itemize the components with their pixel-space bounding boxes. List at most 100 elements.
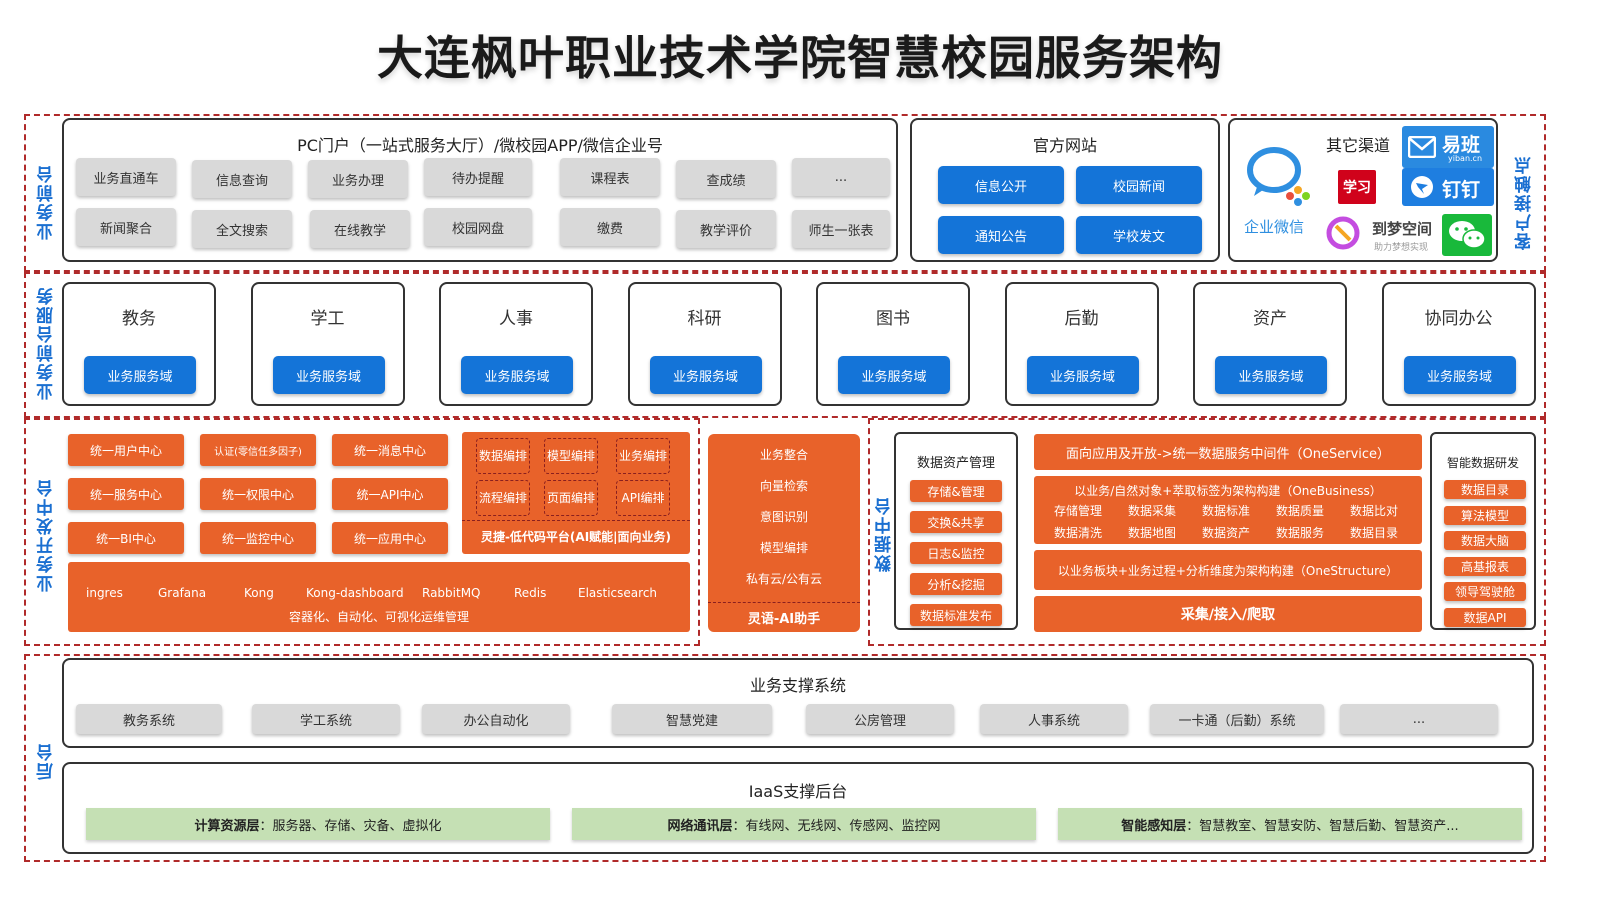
portal-item-9[interactable]: 在线教学 <box>310 210 410 248</box>
support-item-1[interactable]: 学工系统 <box>252 704 400 734</box>
smart-panel: 智能数据研发 数据目录算法模型数据大脑高基报表领导驾驶舱数据API <box>1430 432 1536 630</box>
center-0[interactable]: 统一用户中心 <box>68 434 184 466</box>
website-btn-0[interactable]: 信息公开 <box>938 166 1064 204</box>
lowcode-cell-1[interactable]: 模型编排 <box>544 438 598 474</box>
portal-item-12[interactable]: 教学评价 <box>676 210 776 248</box>
center-4[interactable]: 统一权限中心 <box>200 478 316 510</box>
domain-btn-2[interactable]: 业务服务域 <box>461 356 573 394</box>
portal-item-8[interactable]: 全文搜索 <box>192 210 292 248</box>
domain-card-3: 科研业务服务域 <box>627 282 782 406</box>
asset-item-2[interactable]: 日志&监控 <box>910 542 1002 564</box>
portal-item-0[interactable]: 业务直通车 <box>76 158 176 196</box>
support-item-5[interactable]: 人事系统 <box>980 704 1128 734</box>
center-8[interactable]: 统一应用中心 <box>332 522 448 554</box>
support-item-2[interactable]: 办公自动化 <box>422 704 570 734</box>
ai-item-1[interactable]: 向量检索 <box>759 479 808 493</box>
ops-tool-1: Grafana <box>158 586 207 600</box>
ai-item-3[interactable]: 模型编排 <box>759 541 808 555</box>
lowcode-cell-0[interactable]: 数据编排 <box>476 438 530 474</box>
band-label-front: 业务前台 <box>37 164 57 240</box>
portal-item-7[interactable]: 新闻聚合 <box>76 208 176 246</box>
lowcode-cell-2[interactable]: 业务编排 <box>616 438 670 474</box>
collect-label: 采集/接入/爬取 <box>1180 607 1276 623</box>
domain-btn-0[interactable]: 业务服务域 <box>84 356 196 394</box>
smart-item-0[interactable]: 数据目录 <box>1444 480 1526 499</box>
portal-item-1[interactable]: 信息查询 <box>192 160 292 198</box>
dingding-icon: 钉钉 <box>1402 168 1494 206</box>
support-item-7[interactable]: ... <box>1340 704 1498 734</box>
yiban-icon: 易班 yiban.cn <box>1402 126 1494 168</box>
oneservice-bar: 面向应用及开放->统一数据服务中间件（OneService） <box>1034 434 1422 470</box>
support-item-6[interactable]: 一卡通（后勤）系统 <box>1150 704 1324 734</box>
support-item-4[interactable]: 公房管理 <box>806 704 954 734</box>
onebusiness-item-8[interactable]: 数据服务 <box>1276 526 1325 540</box>
ai-item-2[interactable]: 意图识别 <box>759 510 808 524</box>
domain-title-0: 教务 <box>122 309 156 329</box>
domain-btn-5[interactable]: 业务服务域 <box>1026 356 1139 394</box>
onebusiness-item-9[interactable]: 数据目录 <box>1350 526 1399 540</box>
center-5[interactable]: 统一API中心 <box>332 478 448 510</box>
onebusiness-item-0[interactable]: 存储管理 <box>1054 504 1103 518</box>
portal-item-5[interactable]: 查成绩 <box>676 160 776 198</box>
portal-item-13[interactable]: 师生一张表 <box>792 210 890 248</box>
portal-item-10[interactable]: 校园网盘 <box>424 208 532 246</box>
website-btn-2[interactable]: 通知公告 <box>938 216 1064 254</box>
onebusiness-item-7[interactable]: 数据资产 <box>1202 526 1251 540</box>
onebusiness-item-4[interactable]: 数据比对 <box>1350 504 1399 518</box>
portal-item-4[interactable]: 课程表 <box>560 158 660 196</box>
ops-tool-0: ingres <box>86 586 123 600</box>
smart-item-5[interactable]: 数据API <box>1444 607 1526 627</box>
onebusiness-item-3[interactable]: 数据质量 <box>1276 504 1325 518</box>
lowcode-cell-4[interactable]: 页面编排 <box>544 480 598 516</box>
website-btn-3[interactable]: 学校发文 <box>1076 216 1202 254</box>
support-item-3[interactable]: 智慧党建 <box>612 704 772 734</box>
onebusiness-item-1[interactable]: 数据采集 <box>1128 504 1177 518</box>
lowcode-cell-3[interactable]: 流程编排 <box>476 480 530 516</box>
iaas-layer-0: 计算资源层：服务器、存储、灾备、虚拟化 <box>86 808 550 840</box>
yiban-label: 易班 <box>1442 134 1481 156</box>
domain-btn-4[interactable]: 业务服务域 <box>838 356 950 394</box>
asset-item-3[interactable]: 分析&挖掘 <box>910 573 1002 595</box>
page-title: 大连枫叶职业技术学院智慧校园服务架构 <box>377 31 1223 85</box>
center-2[interactable]: 统一消息中心 <box>332 434 448 466</box>
yiban-mail-icon <box>1408 136 1436 158</box>
smart-item-2[interactable]: 数据大脑 <box>1444 531 1526 550</box>
portal-item-11[interactable]: 缴费 <box>560 208 660 246</box>
smart-item-1[interactable]: 算法模型 <box>1444 505 1526 525</box>
qywx-label: 企业微信 <box>1244 218 1305 236</box>
ai-item-4[interactable]: 私有云/公有云 <box>745 572 823 586</box>
website-btn-1[interactable]: 校园新闻 <box>1076 166 1202 204</box>
support-item-0[interactable]: 教务系统 <box>76 704 222 734</box>
smart-item-4[interactable]: 领导驾驶舱 <box>1444 582 1526 601</box>
domain-btn-3[interactable]: 业务服务域 <box>649 356 762 394</box>
portal-item-6[interactable]: ... <box>792 158 890 196</box>
portal-item-3[interactable]: 待办提醒 <box>424 158 532 196</box>
ai-item-0[interactable]: 业务整合 <box>759 448 808 462</box>
domain-card-4: 图书业务服务域 <box>816 282 970 406</box>
yiban-url: yiban.cn <box>1448 154 1483 163</box>
portal-item-2[interactable]: 业务办理 <box>308 160 408 198</box>
onebusiness-item-2[interactable]: 数据标准 <box>1202 504 1251 518</box>
band-data <box>868 418 1546 646</box>
iaas-layer-desc-1: ：有线网、无线网、传感网、监控网 <box>732 818 941 834</box>
domain-card-1: 学工业务服务域 <box>250 282 405 406</box>
domain-card-5: 后勤业务服务域 <box>1004 282 1159 406</box>
center-6[interactable]: 统一BI中心 <box>68 522 184 554</box>
domain-btn-7[interactable]: 业务服务域 <box>1403 356 1516 394</box>
onebusiness-item-6[interactable]: 数据地图 <box>1128 526 1177 540</box>
asset-item-1[interactable]: 交换&共享 <box>910 511 1002 533</box>
lowcode-cell-5[interactable]: API编排 <box>616 480 670 516</box>
band-label-service: 业务前台服务 <box>37 286 57 400</box>
dingding-label: 钉钉 <box>1442 179 1481 201</box>
center-1[interactable]: 认证(零信任多因子) <box>200 434 316 466</box>
center-7[interactable]: 统一监控中心 <box>200 522 316 554</box>
asset-item-0[interactable]: 存储&管理 <box>910 480 1002 502</box>
ai-assistant: 业务整合向量检索意图识别模型编排私有云/公有云 灵语-AI助手 <box>708 434 860 632</box>
domain-btn-6[interactable]: 业务服务域 <box>1215 356 1327 394</box>
domain-btn-1[interactable]: 业务服务域 <box>272 356 385 394</box>
center-3[interactable]: 统一服务中心 <box>68 478 184 510</box>
onebusiness-item-5[interactable]: 数据清洗 <box>1054 526 1103 540</box>
smart-item-3[interactable]: 高基报表 <box>1444 556 1526 576</box>
asset-item-4[interactable]: 数据标准发布 <box>910 604 1002 626</box>
